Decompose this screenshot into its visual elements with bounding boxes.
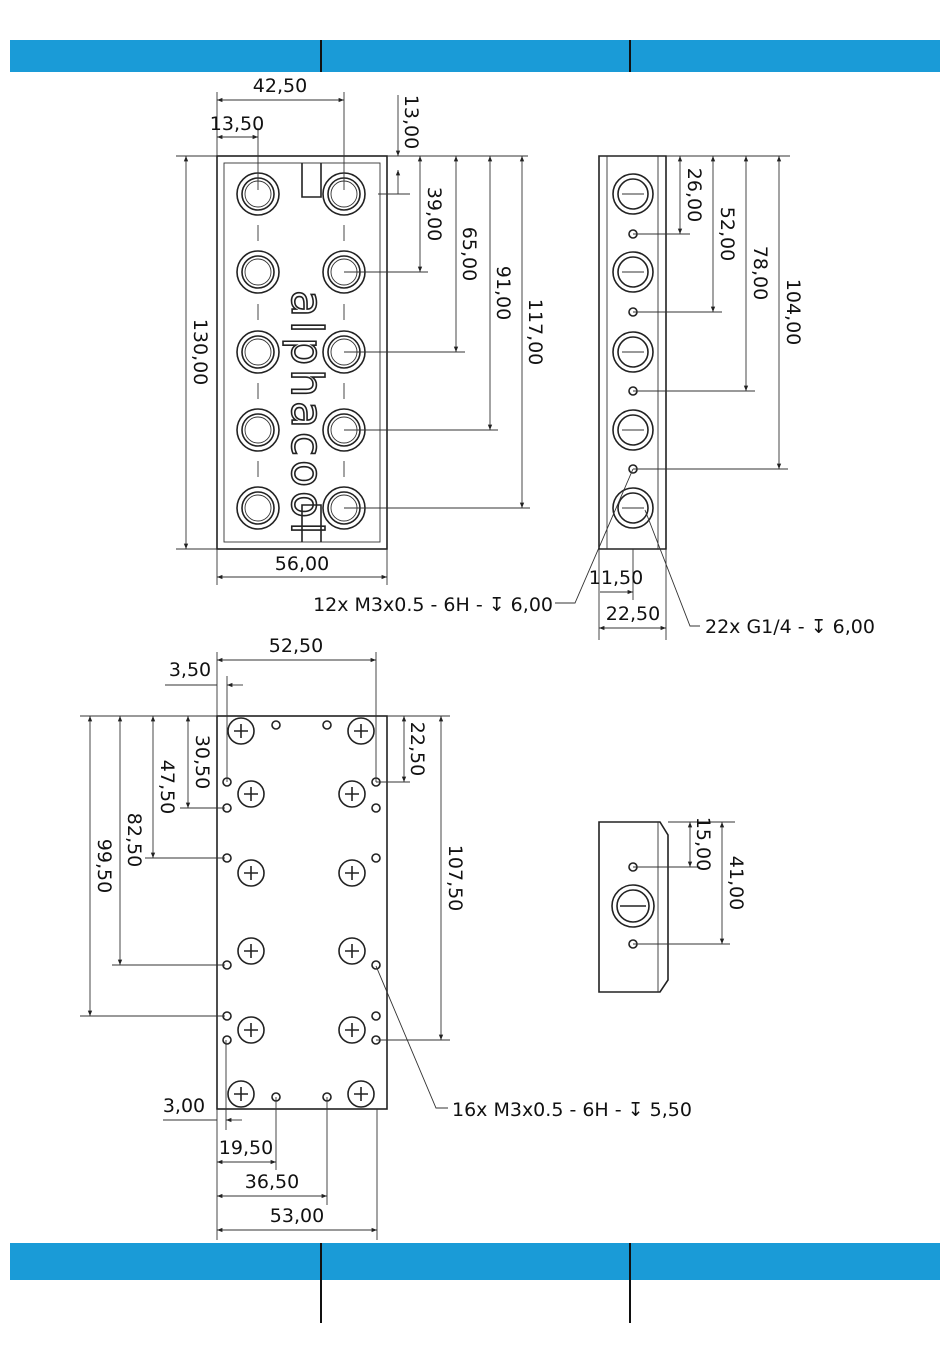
end-view: 15,00 41,00 — [599, 817, 747, 992]
dim-11-50: 11,50 — [589, 567, 643, 589]
dim-42-50: 42,50 — [253, 75, 307, 97]
screw — [339, 781, 365, 807]
side-port — [613, 174, 653, 214]
screw — [228, 718, 254, 744]
dim-82-50: 82,50 — [123, 813, 145, 867]
screw — [348, 718, 374, 744]
g14-port — [237, 251, 279, 293]
bottom-view-holes — [223, 721, 380, 1101]
m3-hole — [223, 1036, 231, 1044]
dim-36-50: 36,50 — [245, 1171, 299, 1193]
dim-65-00: 65,00 — [458, 227, 480, 281]
dim-104-00: 104,00 — [782, 279, 804, 345]
note-16x-m3: 16x M3x0.5 - 6H - ↧ 5,50 — [452, 1099, 692, 1121]
note-12x-m3: 12x M3x0.5 - 6H - ↧ 6,00 — [313, 594, 553, 616]
g14-port — [237, 409, 279, 451]
side-port — [613, 332, 653, 372]
dim-22-50-bottom: 22,50 — [406, 722, 428, 776]
screw — [238, 1017, 264, 1043]
g14-port — [237, 331, 279, 373]
side-view-ports — [613, 174, 653, 528]
m3-hole — [372, 1012, 380, 1020]
dim-41-00: 41,00 — [725, 856, 747, 910]
dim-3-50: 3,50 — [169, 659, 211, 681]
dim-78-00: 78,00 — [749, 246, 771, 300]
dim-47-50: 47,50 — [156, 760, 178, 814]
note-22x-g14: 22x G1/4 - ↧ 6,00 — [705, 616, 875, 638]
g14-port — [237, 487, 279, 529]
bottom-view: 52,50 3,50 30,50 47,50 82,50 99,50 22,50… — [80, 635, 692, 1240]
m3-hole — [323, 721, 331, 729]
screw — [348, 1081, 374, 1107]
dim-30-50: 30,50 — [191, 735, 213, 789]
dim-91-00: 91,00 — [492, 266, 514, 320]
side-port — [613, 252, 653, 292]
screw — [238, 860, 264, 886]
alphacool-logo: alphacool — [281, 290, 332, 538]
side-view: 26,00 52,00 78,00 104,00 11,50 22,50 12x… — [313, 156, 875, 640]
dim-130-00: 130,00 — [189, 319, 211, 385]
screw — [238, 938, 264, 964]
screw — [339, 1017, 365, 1043]
bottom-view-screws — [228, 718, 374, 1107]
m3-hole — [372, 804, 380, 812]
top-view: alphacool 42,50 13,50 13,00 39,00 65,00 … — [176, 75, 546, 585]
screw — [339, 938, 365, 964]
dim-13-50: 13,50 — [210, 113, 264, 135]
side-port — [613, 488, 653, 528]
dim-117-00: 117,00 — [524, 299, 546, 365]
dim-53-00: 53,00 — [270, 1205, 324, 1227]
side-view-outline — [599, 156, 666, 549]
side-port — [613, 410, 653, 450]
m3-hole — [372, 854, 380, 862]
screw — [339, 860, 365, 886]
dim-107-50: 107,50 — [444, 845, 466, 911]
dim-39-00: 39,00 — [423, 187, 445, 241]
dim-52-00: 52,00 — [716, 207, 738, 261]
dim-99-50: 99,50 — [93, 839, 115, 893]
dim-3-00: 3,00 — [163, 1095, 205, 1117]
dim-13-00: 13,00 — [400, 95, 422, 149]
m3-hole — [372, 961, 380, 969]
dim-56-00: 56,00 — [275, 553, 329, 575]
m3-hole — [272, 721, 280, 729]
dim-22-50-side: 22,50 — [606, 603, 660, 625]
screw — [228, 1081, 254, 1107]
dim-52-50: 52,50 — [269, 635, 323, 657]
dim-26-00: 26,00 — [683, 168, 705, 222]
dim-15-00: 15,00 — [692, 817, 714, 871]
top-view-notch-top — [302, 163, 321, 197]
dim-19-50: 19,50 — [219, 1137, 273, 1159]
screw — [238, 781, 264, 807]
bottom-view-outline — [217, 716, 387, 1109]
